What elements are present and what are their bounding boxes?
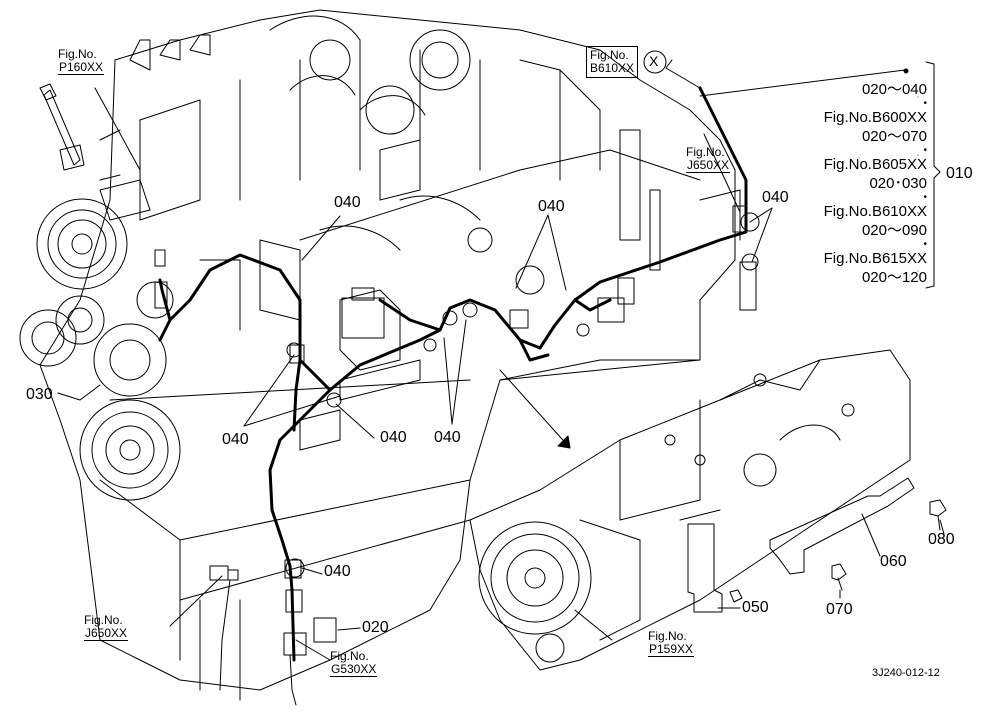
leader-lines — [57, 59, 945, 661]
callout-040-d: 040 — [222, 431, 249, 448]
callout-050: 050 — [742, 599, 769, 616]
callout-030: 030 — [26, 386, 53, 403]
harness-brackets — [259, 239, 421, 451]
parts-list-line: • — [923, 98, 927, 109]
parts-list-line: • — [923, 239, 927, 250]
ref-p159: Fig.No. P159XX — [648, 629, 695, 657]
harness-connectors — [154, 205, 760, 706]
ref-p160: Fig.No. P160XX — [58, 47, 105, 75]
parts-list-line: 020～040 — [861, 81, 927, 98]
cross-ref-circle — [643, 50, 667, 74]
parts-list-line: 020･030 — [869, 175, 927, 192]
parts-list-line: Fig.No.B615XX — [823, 250, 927, 267]
callout-010: 010 — [946, 165, 973, 182]
callout-040-f: 040 — [434, 429, 461, 446]
drawing-code: 3J240-012-12 — [872, 667, 940, 679]
parts-list-line: 020～120 — [861, 269, 927, 286]
parts-list-line: Fig.No.B610XX — [823, 203, 927, 220]
ref-j650-top: Fig.No. J650XX — [686, 145, 731, 173]
callout-040-a: 040 — [334, 194, 361, 211]
ref-j650-bottom: Fig.No. J650XX — [84, 613, 129, 641]
detail-view-outline — [469, 349, 947, 671]
callout-020: 020 — [362, 619, 389, 636]
parts-list-line: Fig.No.B600XX — [823, 109, 927, 126]
callout-060: 060 — [880, 553, 907, 570]
parts-list: 020～040 • Fig.No.B600XX 020～070 • Fig.No… — [824, 80, 927, 287]
wiring-harness — [158, 86, 748, 662]
parts-list-line: • — [923, 192, 927, 203]
callout-040-b: 040 — [538, 198, 565, 215]
callout-040-c: 040 — [762, 189, 789, 206]
parts-list-line: • — [923, 145, 927, 156]
parts-list-line: 020～070 — [861, 128, 927, 145]
callout-080: 080 — [928, 531, 955, 548]
engine-block-outline — [39, 9, 741, 701]
callout-040-g: 040 — [324, 563, 351, 580]
ref-g530: Fig.No. G530XX — [330, 649, 378, 677]
cross-ref-symbol: X — [649, 53, 659, 69]
callout-040-e: 040 — [380, 429, 407, 446]
parts-list-line: 020～090 — [861, 222, 927, 239]
callout-070: 070 — [826, 601, 853, 618]
pulleys — [19, 83, 181, 501]
parts-list-line: Fig.No.B605XX — [823, 156, 927, 173]
ref-b610-top: Fig.No. B610XX — [586, 46, 639, 78]
